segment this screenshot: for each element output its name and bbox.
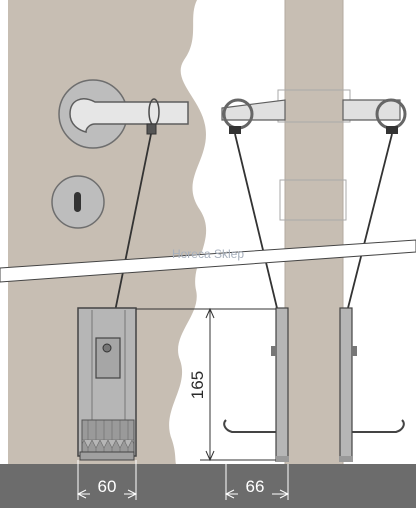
door-stop-side-icon bbox=[223, 307, 405, 462]
watermark-text: Horeca Sklep bbox=[172, 247, 244, 261]
door-handle-side-icon bbox=[221, 89, 407, 221]
keyhole-icon bbox=[51, 175, 105, 229]
dimension-height-label: 165 bbox=[188, 371, 207, 399]
height-dimension bbox=[136, 307, 276, 462]
door-handle-icon bbox=[58, 79, 189, 149]
floor bbox=[0, 464, 416, 508]
dimension-side-width-label: 66 bbox=[246, 477, 265, 496]
break-line bbox=[0, 239, 416, 283]
door-stop-icon bbox=[77, 307, 137, 461]
dimension-front-width-label: 60 bbox=[98, 477, 117, 496]
cord-side-icon bbox=[234, 133, 393, 309]
front-width-label-bg bbox=[90, 475, 124, 495]
side-width-label-bg bbox=[238, 475, 272, 495]
door-side-panel bbox=[285, 0, 343, 464]
